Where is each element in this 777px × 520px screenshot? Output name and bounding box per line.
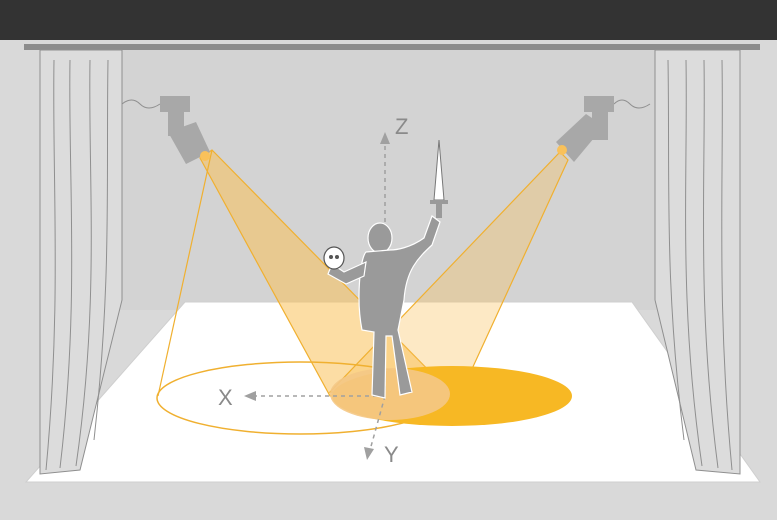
top-bar <box>0 0 777 40</box>
moving-head-light-icon <box>121 96 210 164</box>
x-axis-label: X <box>218 385 233 410</box>
right-curtain <box>654 49 741 475</box>
left-beam-edge <box>157 149 213 397</box>
lighting-rail <box>24 44 760 50</box>
y-axis <box>369 395 386 451</box>
z-axis-arrow-icon <box>380 132 390 144</box>
y-axis-label: Y <box>384 442 399 467</box>
skull-icon <box>323 246 345 270</box>
dagger-icon <box>430 139 448 218</box>
z-axis-label: Z <box>395 114 408 139</box>
left-curtain <box>39 49 123 475</box>
actor-figure-icon <box>327 215 441 399</box>
x-axis-arrow-icon <box>244 391 256 401</box>
moving-head-light-icon <box>556 96 651 162</box>
spot-overlap <box>330 368 450 420</box>
y-axis-arrow-icon <box>364 447 374 460</box>
